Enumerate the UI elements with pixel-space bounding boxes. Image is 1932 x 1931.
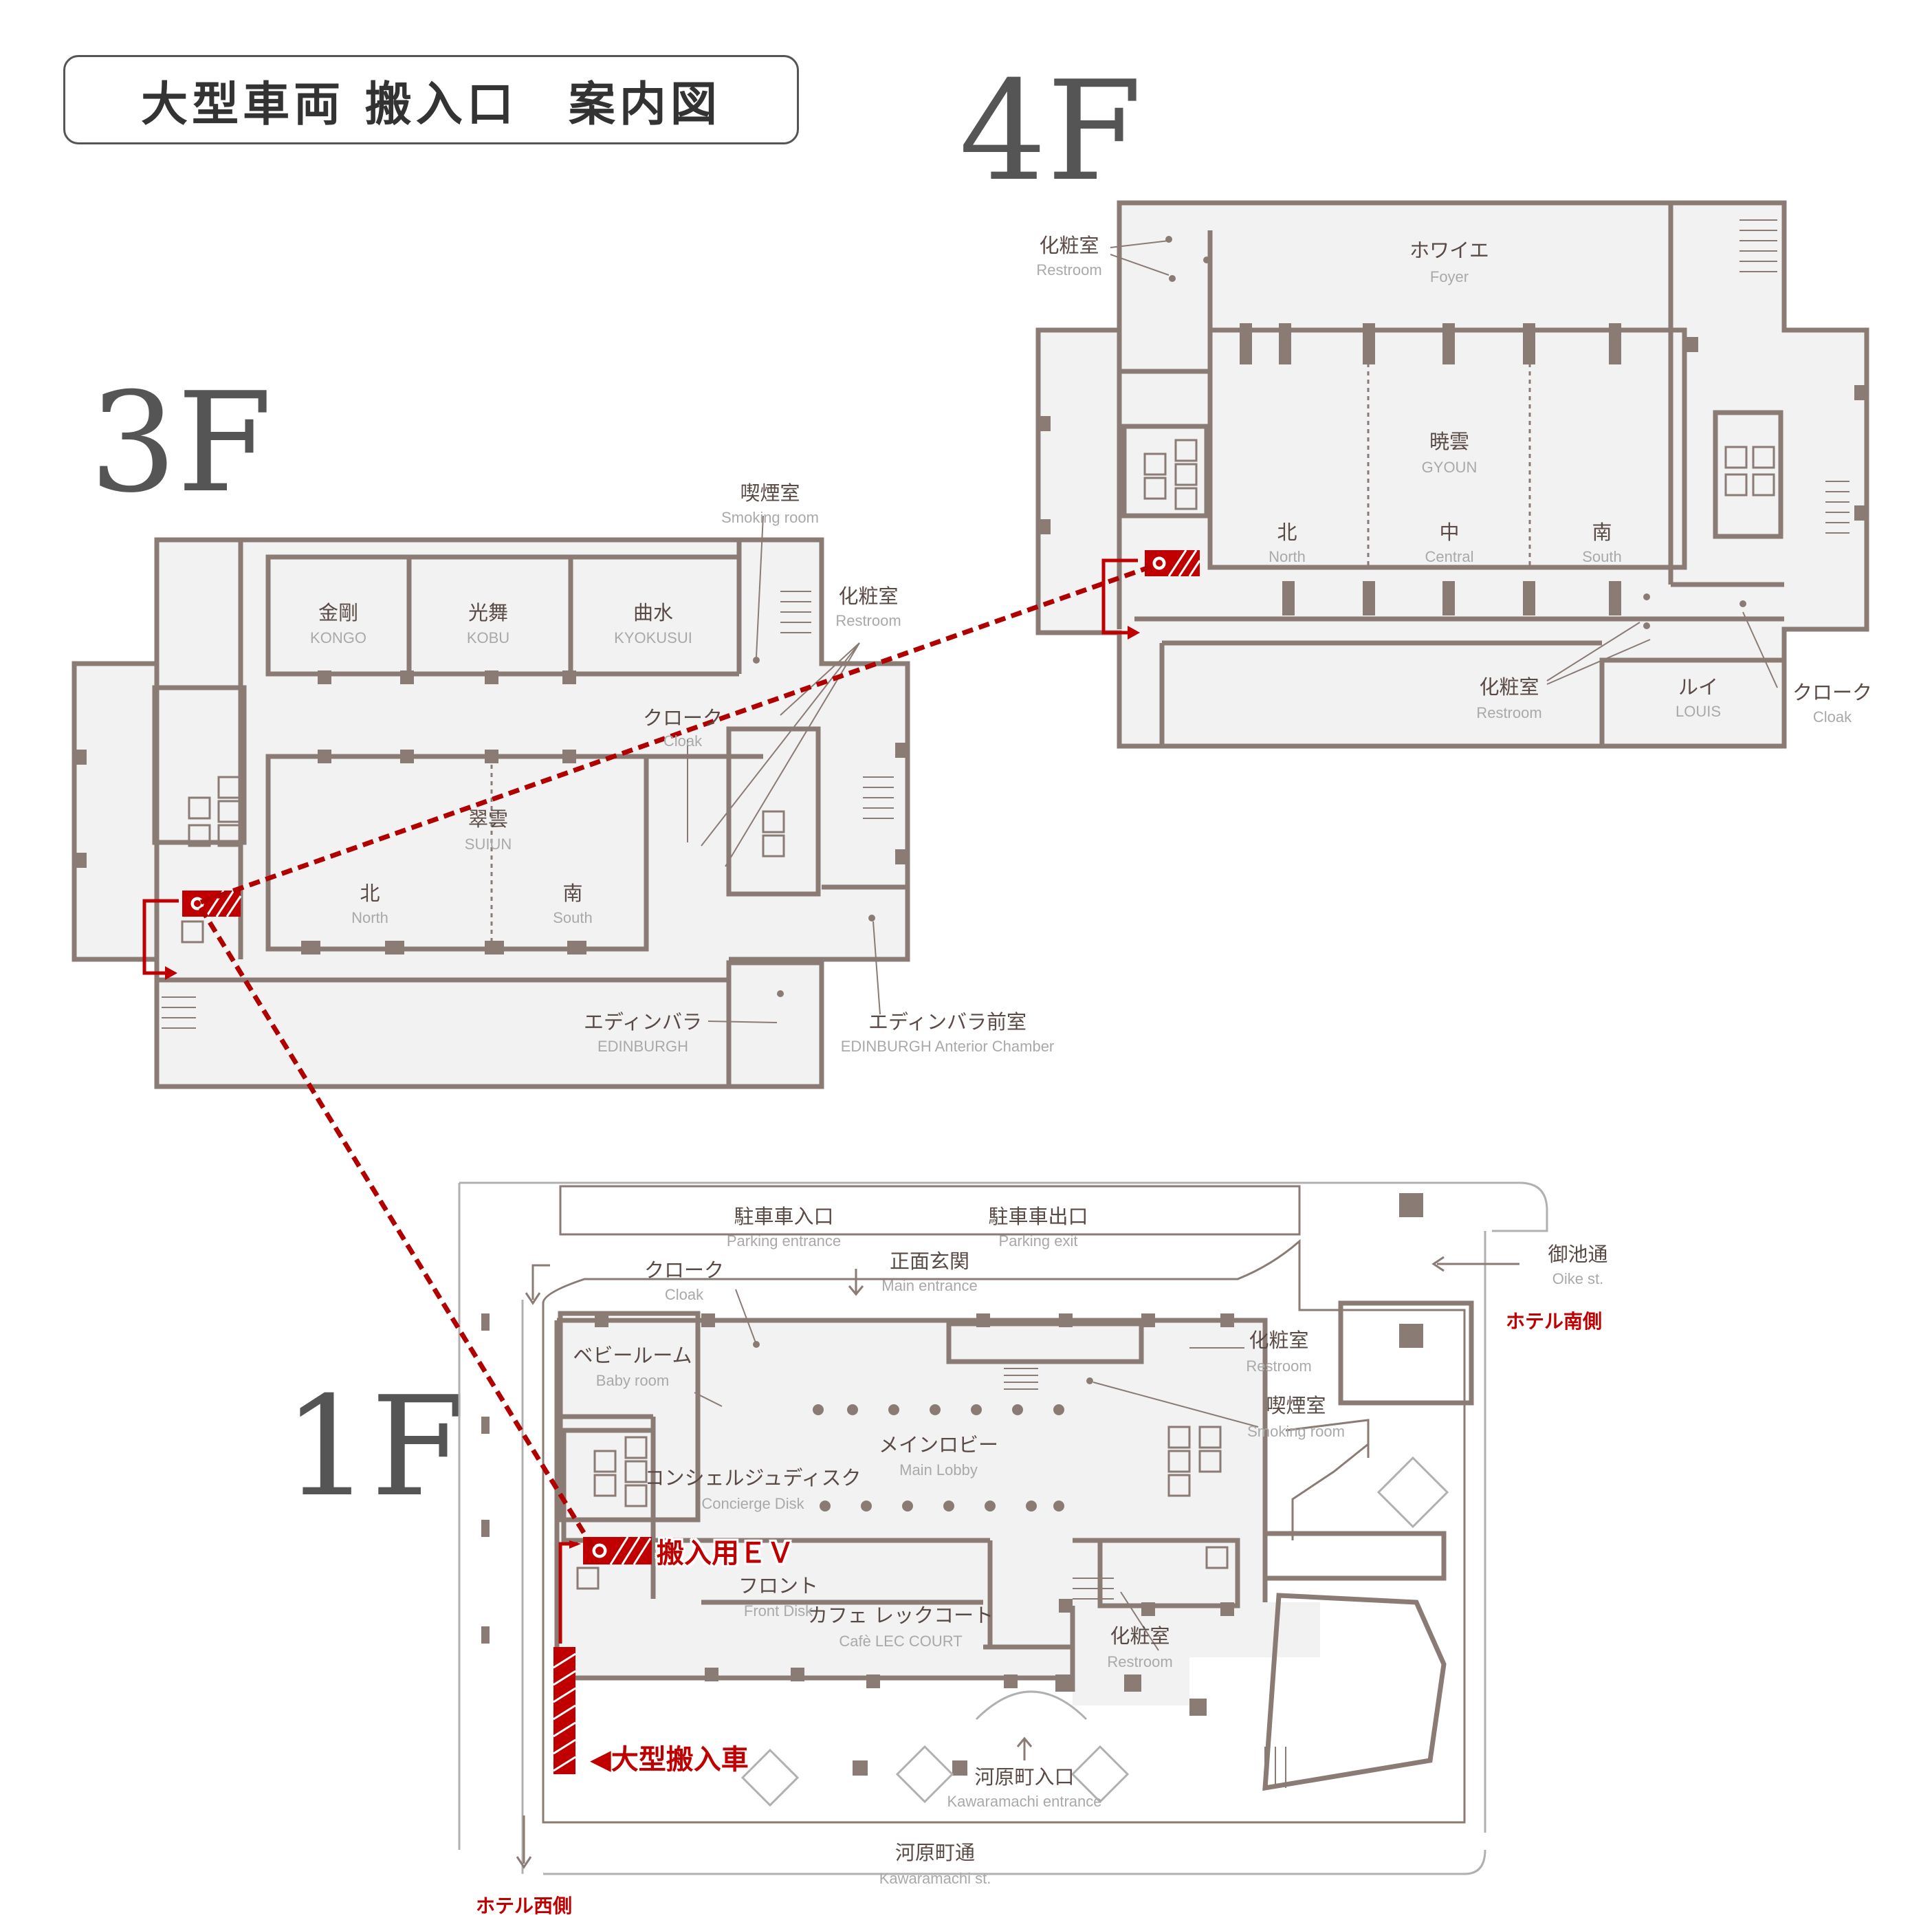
4f-restroom-b-en: Restroom bbox=[1476, 703, 1542, 721]
4f-gyoun-label: 暁雲 bbox=[1429, 430, 1470, 454]
1f-truck-callout: ◀大型搬入車 bbox=[590, 1744, 749, 1776]
1f-front-label: フロント bbox=[738, 1574, 819, 1598]
1f-concierge-label: コンシェルジュディスク bbox=[644, 1466, 861, 1490]
1f-main-lobby-label: メインロビー bbox=[878, 1433, 999, 1457]
1f-cloak-label: クローク bbox=[644, 1258, 725, 1283]
3f-restroom-label: 化粧室 bbox=[838, 585, 899, 609]
1f-restroom2-label: 化粧室 bbox=[1110, 1624, 1170, 1648]
1f-parking-exit-label: 駐車車出口 bbox=[988, 1205, 1088, 1229]
1f-main-entrance-label: 正面玄関 bbox=[889, 1250, 970, 1274]
1f-baby-room-label: ベビールーム bbox=[573, 1344, 692, 1368]
4f-cloak-label: クローク bbox=[1792, 681, 1873, 705]
1f-service-ev-callout: 搬入用ＥＶ bbox=[657, 1538, 794, 1569]
1f-parking-entrance-label: 駐車車入口 bbox=[734, 1205, 834, 1229]
4f-restroom-b-label: 化粧室 bbox=[1479, 675, 1539, 699]
4f-foyer-en: Foyer bbox=[1429, 268, 1469, 285]
1f-kawaramachi-st-en: Kawaramachi st. bbox=[879, 1869, 991, 1887]
4f-restroom-tl-label: 化粧室 bbox=[1039, 234, 1099, 258]
elevator-connector-lines bbox=[199, 563, 1156, 1549]
3f-restroom-en: Restroom bbox=[835, 611, 901, 629]
3f-north-en: North bbox=[351, 908, 388, 926]
3f-kyokusui-en: KYOKUSUI bbox=[614, 629, 692, 646]
1f-oike-label: 御池通 bbox=[1548, 1243, 1608, 1267]
1f-restroom-en: Restroom bbox=[1246, 1357, 1312, 1375]
4f-gyoun-en: GYOUN bbox=[1421, 458, 1478, 476]
3f-kobu-label: 光舞 bbox=[468, 601, 509, 625]
1f-main-entrance-en: Main entrance bbox=[881, 1276, 978, 1294]
1f-hotel-west-label: ホテル西側 bbox=[475, 1895, 573, 1917]
3f-south-en: South bbox=[553, 908, 593, 926]
3f-cloak-label: クローク bbox=[642, 706, 723, 730]
1f-kawaramachi-entrance-en: Kawaramachi entrance bbox=[947, 1792, 1102, 1810]
title-box: 大型車両 搬入口 案内図 bbox=[63, 55, 799, 144]
4f-foyer-label: ホワイエ bbox=[1409, 239, 1489, 263]
3f-kongo-label: 金剛 bbox=[318, 601, 359, 625]
3f-edinburgh-ante-label: エディンバラ前室 bbox=[868, 1010, 1027, 1034]
4f-north-label: 北 bbox=[1277, 521, 1297, 545]
1f-smoking-en: Smoking room bbox=[1247, 1422, 1345, 1440]
3f-kongo-en: KONGO bbox=[310, 629, 366, 646]
4f-cloak-en: Cloak bbox=[1812, 708, 1852, 726]
1f-concierge-en: Concierge Disk bbox=[701, 1494, 804, 1512]
3f-edinburgh-ante-en: EDINBURGH Anterior Chamber bbox=[840, 1037, 1055, 1055]
4f-south-en: South bbox=[1582, 547, 1622, 565]
1f-restroom-label: 化粧室 bbox=[1249, 1329, 1309, 1353]
3f-north-label: 北 bbox=[360, 882, 380, 906]
floor-title-3f: 3F bbox=[89, 363, 273, 523]
1f-parking-exit-en: Parking exit bbox=[998, 1232, 1078, 1250]
plan-1f bbox=[458, 1181, 1548, 1875]
floor-title-4f: 4F bbox=[959, 52, 1143, 212]
4f-central-en: Central bbox=[1425, 547, 1474, 565]
4f-restroom-tl-en: Restroom bbox=[1036, 261, 1102, 279]
1f-cafe-label: カフェ レックコート bbox=[807, 1604, 994, 1628]
4f-south-label: 南 bbox=[1592, 521, 1612, 545]
page-title: 大型車両 搬入口 案内図 bbox=[141, 77, 721, 132]
4f-louis-en: LOUIS bbox=[1675, 702, 1722, 720]
4f-north-en: North bbox=[1269, 547, 1306, 565]
plan-3f bbox=[72, 515, 910, 1089]
3f-suiun-label: 翠雲 bbox=[468, 807, 509, 831]
1f-kawaramachi-entrance-label: 河原町入口 bbox=[974, 1765, 1075, 1789]
1f-oike-en: Oike st. bbox=[1552, 1269, 1604, 1287]
1f-parking-entrance-en: Parking entrance bbox=[726, 1232, 842, 1250]
3f-kobu-en: KOBU bbox=[466, 629, 510, 646]
1f-front-en: Front Disk bbox=[743, 1602, 813, 1619]
3f-edinburgh-en: EDINBURGH bbox=[597, 1037, 689, 1055]
1f-cafe-en: Cafè LEC COURT bbox=[839, 1632, 963, 1650]
3f-south-label: 南 bbox=[562, 882, 583, 906]
3f-cloak-en: Cloak bbox=[663, 732, 703, 750]
3f-kyokusui-label: 曲水 bbox=[633, 601, 674, 625]
3f-edinburgh-label: エディンバラ bbox=[584, 1010, 702, 1034]
truck-bay bbox=[553, 1647, 575, 1774]
floor-title-1f: 1F bbox=[283, 1367, 467, 1527]
4f-central-label: 中 bbox=[1439, 521, 1460, 545]
1f-baby-room-en: Baby room bbox=[595, 1371, 670, 1389]
1f-kawaramachi-st-label: 河原町通 bbox=[894, 1841, 976, 1865]
3f-suiun-en: SUIUN bbox=[464, 835, 512, 853]
1f-hotel-south-label: ホテル南側 bbox=[1505, 1310, 1603, 1333]
1f-smoking-label: 喫煙室 bbox=[1266, 1394, 1326, 1418]
plan-4f bbox=[1035, 200, 1869, 749]
3f-smoking-label: 喫煙室 bbox=[740, 481, 800, 505]
4f-louis-label: ルイ bbox=[1678, 675, 1719, 699]
1f-restroom2-en: Restroom bbox=[1107, 1652, 1173, 1670]
1f-cloak-en: Cloak bbox=[664, 1285, 704, 1303]
1f-main-lobby-en: Main Lobby bbox=[899, 1461, 978, 1479]
3f-smoking-en: Smoking room bbox=[721, 508, 819, 526]
